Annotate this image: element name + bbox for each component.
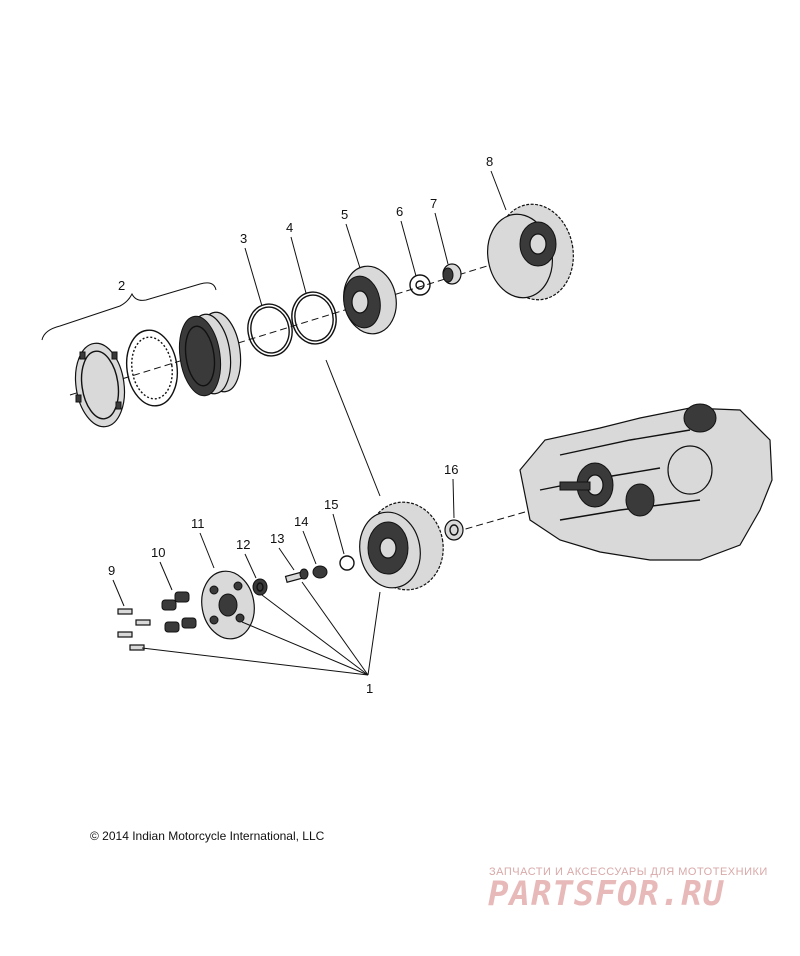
upper-axis-line [69,261,501,396]
callout-4: 4 [286,220,293,235]
part-14-nut [312,565,328,579]
callout-6: 6 [396,204,403,219]
part-11-pressure-plate [201,570,255,640]
callout-15: 15 [324,497,338,512]
part-12-bearing [252,578,268,596]
part-7-bushing [442,263,462,285]
callout-11: 11 [191,516,205,531]
plate-stack [178,311,242,397]
leaders-callout-1 [141,581,381,676]
lower-axis-line [454,511,526,533]
bracket-2 [41,282,217,341]
assembled-clutch [359,501,444,591]
watermark-logo: PARTSFOR.RU [488,874,725,914]
part-5-clutch-hub [343,265,397,335]
callout-8: 8 [486,154,493,169]
steel-plate [125,329,179,407]
callout-5: 5 [341,207,348,222]
leader-assembly [325,359,381,497]
part-3-ring [247,303,293,357]
callout-13: 13 [270,531,284,546]
engine-crankcase [519,403,773,561]
callout-1: 1 [366,681,373,696]
part-8-clutch-basket [487,203,574,301]
part-10-springs [161,591,197,633]
callout-10: 10 [151,545,165,560]
callout-12: 12 [236,537,250,552]
callout-2: 2 [118,278,125,293]
copyright-notice: © 2014 Indian Motorcycle International, … [90,829,325,843]
friction-plate [74,342,126,428]
part-6-washer [409,274,431,296]
callout-14: 14 [294,514,308,529]
watermark-tagline: ЗАПЧАСТИ И АКСЕССУАРЫ ДЛЯ МОТОТЕХНИКИ [489,866,768,878]
callout-3: 3 [240,231,247,246]
part-13-bolt [284,568,309,583]
callout-7: 7 [430,196,437,211]
part-4-ring [291,291,337,345]
part-16-seal [444,519,464,541]
part-15-washer [339,555,355,571]
callout-9: 9 [108,563,115,578]
part-9-screws [117,608,151,651]
callout-16: 16 [444,462,458,477]
